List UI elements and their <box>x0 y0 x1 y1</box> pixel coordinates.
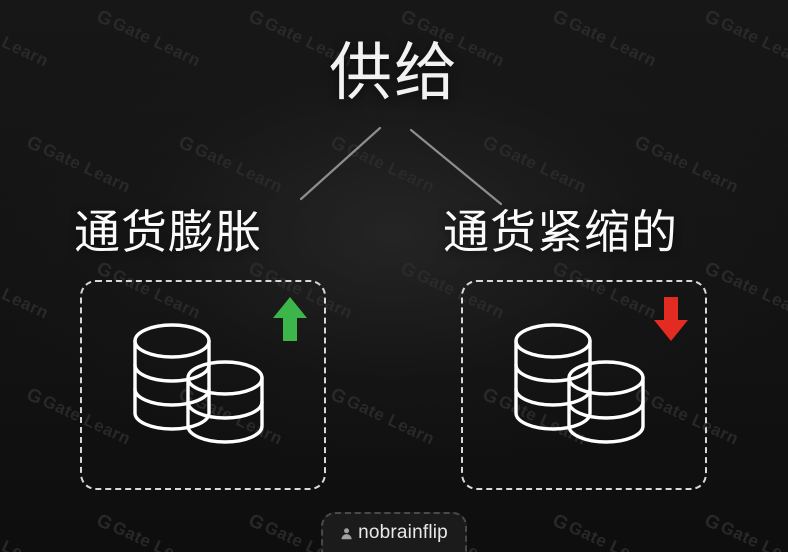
page-title: 供给 <box>329 38 459 108</box>
watermark-text: Gate Learn <box>39 139 134 197</box>
watermark-text: Gate Learn <box>717 265 788 323</box>
gate-logo-icon: G <box>245 257 269 284</box>
gate-logo-icon: G <box>327 131 351 158</box>
gate-logo-icon: G <box>549 509 573 536</box>
gate-logo-icon: G <box>93 257 117 284</box>
down-arrow-icon <box>654 297 688 341</box>
up-arrow-icon <box>273 297 307 341</box>
gate-logo-icon: G <box>23 131 47 158</box>
gate-logo-icon: G <box>549 5 573 32</box>
gate-logo-icon: G <box>701 257 725 284</box>
branch-panel-inflation <box>80 280 326 490</box>
gate-logo-icon: G <box>479 131 503 158</box>
gate-logo-icon: G <box>245 509 269 536</box>
watermark-text: Gate Learn <box>717 517 788 552</box>
watermark-text: Gate Learn <box>565 517 660 552</box>
watermark-text: Gate Learn <box>495 139 590 197</box>
gate-logo-icon: G <box>175 131 199 158</box>
gate-logo-icon: G <box>397 257 421 284</box>
person-icon <box>341 527 352 539</box>
watermark-text: Gate Learn <box>0 517 52 552</box>
gate-logo-icon: G <box>245 5 269 32</box>
coin-stacks-icon <box>514 323 645 444</box>
gate-logo-icon: G <box>783 131 788 158</box>
watermark-text: Gate Learn <box>0 265 52 323</box>
gate-logo-icon: G <box>783 383 788 410</box>
watermark-text: Gate Learn <box>343 139 438 197</box>
author-badge: nobrainflip <box>321 512 467 552</box>
gate-logo-icon: G <box>327 383 351 410</box>
coin-stacks-icon <box>133 323 264 444</box>
branch-label-inflation: 通货膨胀 <box>74 206 262 258</box>
gate-logo-icon: G <box>93 5 117 32</box>
gate-logo-icon: G <box>631 131 655 158</box>
gate-logo-icon: G <box>701 509 725 536</box>
branch-label-deflation: 通货紧缩的 <box>443 206 678 258</box>
watermark-text: Gate Learn <box>343 391 438 449</box>
watermark-text: Gate Learn <box>191 139 286 197</box>
gate-logo-icon: G <box>549 257 573 284</box>
gate-logo-icon: G <box>93 509 117 536</box>
gate-logo-icon: G <box>23 383 47 410</box>
author-name: nobrainflip <box>358 522 448 543</box>
watermark-text: Gate Learn <box>647 139 742 197</box>
gate-logo-icon: G <box>397 5 421 32</box>
gate-logo-icon: G <box>701 5 725 32</box>
watermark-text: Gate Learn <box>109 517 204 552</box>
branch-panel-deflation <box>461 280 707 490</box>
